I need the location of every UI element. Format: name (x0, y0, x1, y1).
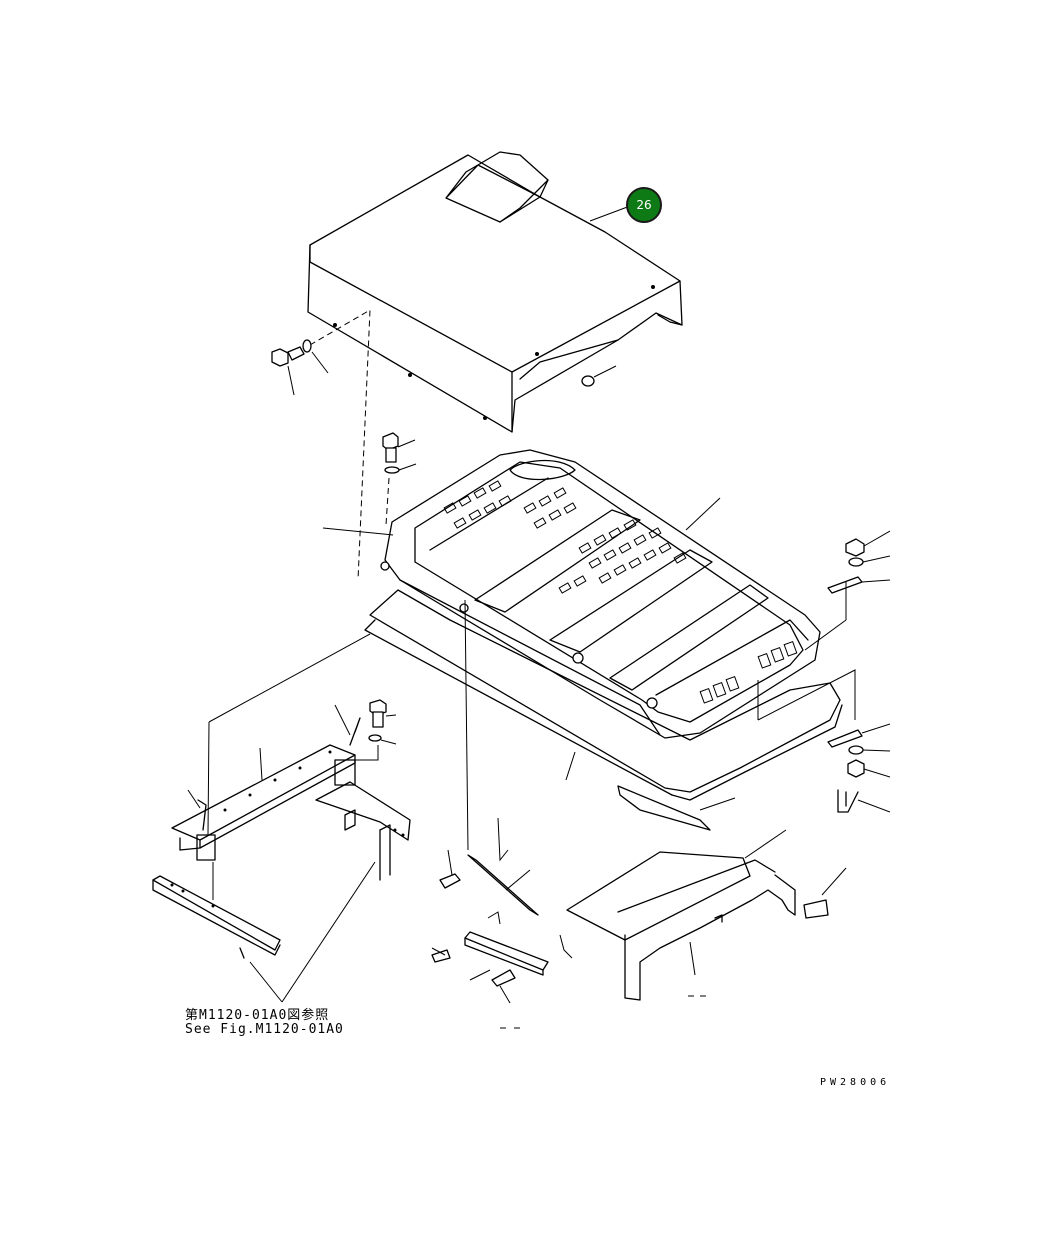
bracket-icon (827, 729, 863, 748)
bracket-icon (467, 854, 539, 916)
callout-26-icon[interactable]: 26 (626, 187, 662, 223)
bracket-icon (464, 931, 549, 976)
bolt-icon (431, 949, 451, 963)
bolt-icon (439, 873, 461, 889)
reference-note-en: See Fig.M1120-01A0 (185, 1022, 344, 1037)
hood-cover-icon (307, 151, 683, 581)
bolt-icon (382, 432, 399, 463)
bolt-icon (271, 346, 305, 367)
gasket-seal-icon (364, 589, 843, 801)
nut-icon (847, 759, 865, 778)
engine-hood-grille-icon (380, 449, 821, 739)
washer-icon (581, 375, 595, 387)
washer-icon (302, 339, 312, 353)
bracket-icon (827, 576, 863, 594)
washer-icon (848, 557, 864, 567)
bolt-icon (369, 699, 387, 728)
bracket-icon (152, 875, 281, 956)
washer-icon (368, 734, 382, 742)
bolt-icon (491, 969, 516, 987)
reference-note-jp: 第M1120-01A0図参照 (185, 1008, 330, 1023)
callout-number: 26 (636, 198, 652, 212)
fender-panel-icon (566, 851, 796, 1001)
bracket-icon (315, 781, 411, 881)
u-bolt-icon (837, 789, 859, 813)
drawing-code: PW28006 (820, 1077, 891, 1088)
bracket-icon (617, 785, 711, 831)
nut-icon (845, 538, 865, 557)
bracket-icon (803, 899, 829, 919)
washer-icon (848, 745, 864, 755)
bracket-icon (171, 744, 356, 861)
washer-icon (384, 466, 400, 474)
